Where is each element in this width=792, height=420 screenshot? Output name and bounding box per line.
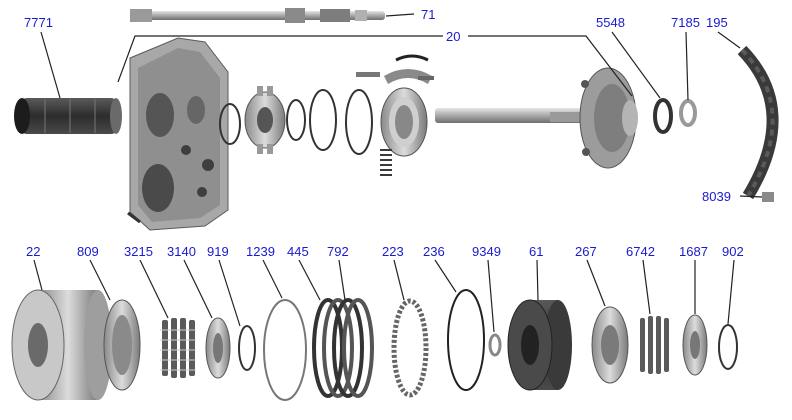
part-seal-ring-c (309, 89, 337, 151)
part-919-snap-ring (238, 325, 256, 371)
part-809-piston (103, 299, 141, 391)
part-9349-washer (488, 333, 502, 357)
callout-792: 792 (327, 244, 349, 259)
callout-267: 267 (575, 244, 597, 259)
part-236-snap-ring (447, 289, 485, 391)
part-1687-retainer-hole (690, 331, 700, 359)
callout-902: 902 (722, 244, 744, 259)
part-pump-gear (244, 86, 286, 154)
part-61-clutch-hub (507, 299, 572, 391)
callout-809: 809 (77, 244, 99, 259)
callout-919: 919 (207, 244, 229, 259)
callout-223: 223 (382, 244, 404, 259)
part-6742-return-springs (640, 316, 669, 374)
callout-22: 22 (26, 244, 40, 259)
callout-7185: 7185 (671, 15, 700, 30)
callout-3215: 3215 (124, 244, 153, 259)
callout-1239: 1239 (246, 244, 275, 259)
part-seal-ring-b (286, 99, 306, 141)
callout-8039: 8039 (702, 189, 731, 204)
part-stator-shaft-pump (435, 67, 638, 169)
part-3215-return-springs (160, 318, 196, 378)
part-445-792-clutch-pack (312, 298, 374, 398)
part-71-input-shaft (130, 8, 385, 23)
part-902-snap-ring (718, 324, 738, 370)
callout-1687: 1687 (679, 244, 708, 259)
leader-lines (33, 13, 763, 333)
part-servo-assembly (356, 54, 434, 176)
callout-61: 61 (529, 244, 543, 259)
part-seal-ring-a (219, 103, 241, 145)
part-8039-strut (762, 192, 774, 202)
callout-236: 236 (423, 244, 445, 259)
part-223-friction-plate (391, 298, 429, 398)
part-seal-ring-d (345, 89, 373, 155)
part-transmission-case (127, 37, 229, 231)
callout-6742: 6742 (626, 244, 655, 259)
part-22-clutch-drum (11, 289, 112, 401)
part-7185-washer (679, 99, 697, 127)
callout-5548: 5548 (596, 15, 625, 30)
part-267-piston-bore (601, 325, 619, 365)
callout-3140: 3140 (167, 244, 196, 259)
callout-20: 20 (446, 29, 460, 44)
callout-195: 195 (706, 15, 728, 30)
part-195-brake-band (737, 45, 779, 200)
callout-labels: 7771 71 20 5548 7185 195 8039 22 809 321… (24, 7, 744, 259)
part-7771-sleeve (14, 98, 122, 134)
callout-71: 71 (421, 7, 435, 22)
part-3140-retainer-hole (213, 333, 223, 363)
part-5548-washer (653, 98, 673, 134)
callout-7771: 7771 (24, 15, 53, 30)
callout-445: 445 (287, 244, 309, 259)
callout-9349: 9349 (472, 244, 501, 259)
part-1239-pressure-plate (263, 299, 307, 401)
